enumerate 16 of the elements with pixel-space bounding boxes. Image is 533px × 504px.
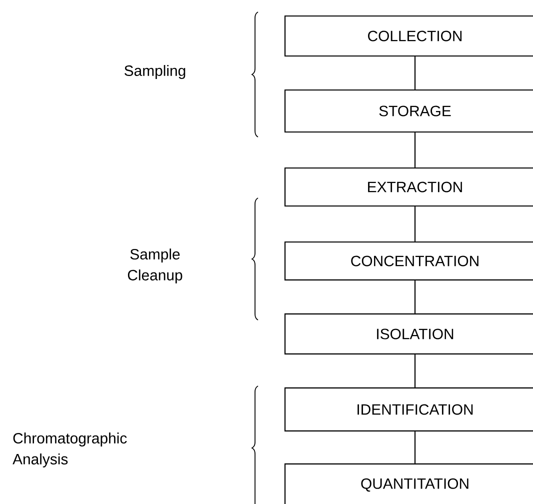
group-label: Sampling — [124, 65, 186, 79]
connector-line — [414, 280, 416, 314]
connector-line — [414, 206, 416, 242]
process-box: STORAGE — [284, 89, 533, 133]
group-label: Chromatographic Analysis — [12, 432, 127, 468]
connector-line — [414, 354, 416, 388]
connector-line — [414, 432, 416, 464]
process-box: IDENTIFICATION — [284, 387, 533, 432]
process-box: COLLECTION — [284, 15, 533, 57]
process-box: EXTRACTION — [284, 167, 533, 207]
group-label: Sample Cleanup — [128, 248, 182, 284]
process-box: ISOLATION — [284, 313, 533, 355]
connector-line — [414, 132, 416, 168]
process-box: QUANTITATION — [284, 463, 533, 504]
connector-line — [414, 56, 416, 90]
process-box: CONCENTRATION — [284, 241, 533, 281]
